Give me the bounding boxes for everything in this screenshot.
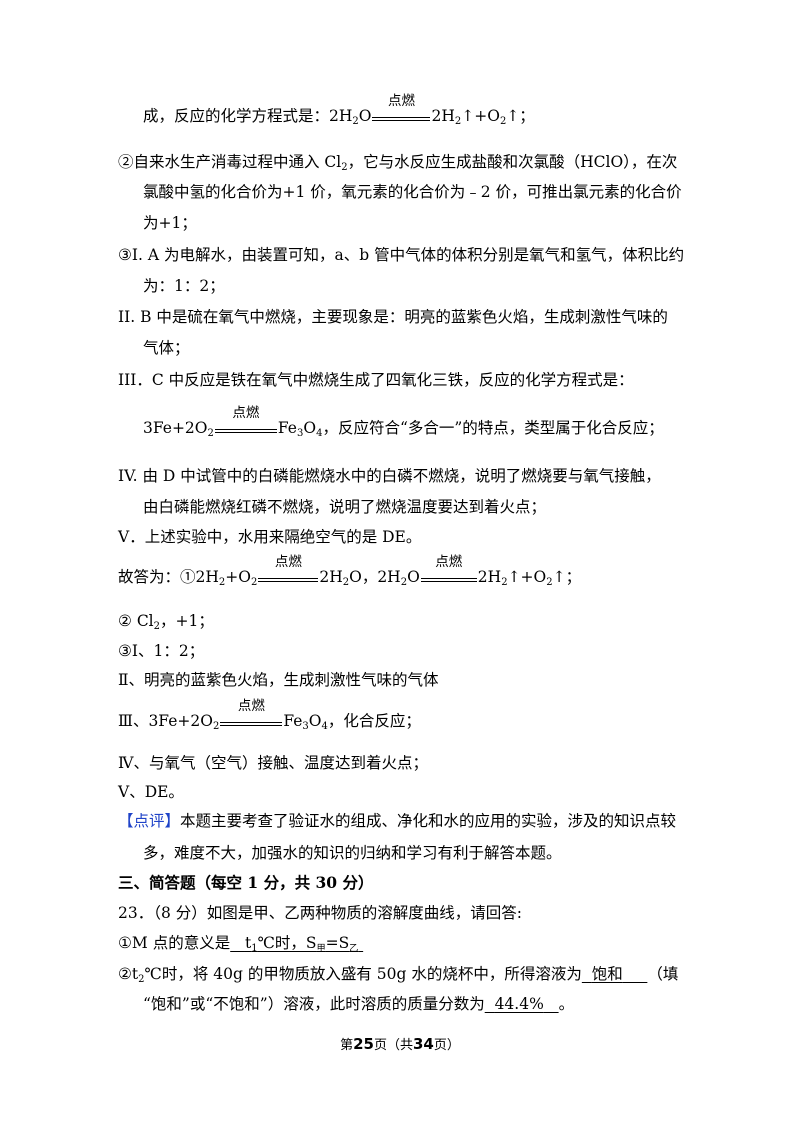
paragraph-line: ②自来水生产消毒过程中通入 Cl2，它与水反应生成盐酸和次氯酸（HClO），在次 xyxy=(118,153,678,173)
reaction-condition-arrow: 点燃 xyxy=(258,554,319,582)
paragraph-line: II. B 中是硫在氧气中燃烧，主要现象是：明亮的蓝紫色火焰，生成刺激性气味的 xyxy=(118,308,668,326)
comment-tag: 【点评】 xyxy=(118,812,181,830)
reaction-condition-arrow: 点燃 xyxy=(214,405,277,433)
answer-blank: 44.4% xyxy=(494,995,544,1013)
question-line: “饱和”或“不饱和”）溶液，此时溶质的质量分数为 44.4% 。 xyxy=(143,995,575,1013)
answer-line: Ⅳ、与氧气（空气）接触、温度达到着火点； xyxy=(118,754,428,772)
answer-line: Ⅴ、DE。 xyxy=(118,783,184,801)
comment-line: 多，难度不大，加强水的知识的归纳和学习有利于解答本题。 xyxy=(143,844,562,862)
answer-blank: t1℃时，S甲=S乙 xyxy=(244,934,359,954)
reaction-condition-arrow: 点燃 xyxy=(220,698,283,726)
paragraph-line: IV. 由 D 中试管中的白磷能燃烧水中的白磷不燃烧，说明了燃烧要与氧气接触， xyxy=(118,467,661,485)
paragraph-line: 为：1：2； xyxy=(143,277,225,295)
comment-line: 【点评】本题主要考查了验证水的组成、净化和水的应用的实验，涉及的知识点较 xyxy=(118,812,677,830)
paragraph-line: V．上述实验中，水用来隔绝空气的是 DE。 xyxy=(118,528,422,546)
answer-line: ② Cl2，+1； xyxy=(118,612,214,632)
page-footer: 第25页（共34页） xyxy=(340,1035,460,1053)
answer-line: ③Ⅰ、1：2； xyxy=(118,642,205,660)
page-total: 34 xyxy=(413,1035,434,1053)
paragraph-line: 气体； xyxy=(143,339,190,357)
question-line: ①M 点的意义是 t1℃时，S甲=S乙 xyxy=(118,933,363,954)
paragraph-line: 氯酸中氢的化合价为+1 价，氧元素的化合价为﹣2 价，可推出氯元素的化合价 xyxy=(143,183,682,201)
page-number: 25 xyxy=(353,1035,374,1053)
paragraph-line: 为+1； xyxy=(143,214,197,232)
section-heading: 三、简答题（每空 1 分，共 30 分） xyxy=(118,873,374,892)
reaction-condition-arrow: 点燃 xyxy=(420,554,477,582)
paragraph-line: III．C 中反应是铁在氧气中燃烧生成了四氧化三铁，反应的化学方程式是： xyxy=(118,371,634,389)
paragraph-line: 由白磷能燃烧红磷不燃烧，说明了燃烧温度要达到着火点； xyxy=(143,498,547,516)
question-line: 23．（8 分）如图是甲、乙两种物质的溶解度曲线，请回答: xyxy=(118,904,522,922)
paragraph-line: ③I. A 为电解水，由装置可知，a、b 管中气体的体积分别是氧气和氢气，体积比… xyxy=(118,246,685,264)
answer-blank: 饱和 xyxy=(591,965,623,983)
answer-line: Ⅱ、明亮的蓝紫色火焰，生成刺激性气味的气体 xyxy=(118,671,439,689)
reaction-condition-arrow: 点燃 xyxy=(372,93,431,121)
question-line: ②t2℃时，将 40g 的甲物质放入盛有 50g 水的烧杯中，所得溶液为 饱和 … xyxy=(118,965,679,985)
